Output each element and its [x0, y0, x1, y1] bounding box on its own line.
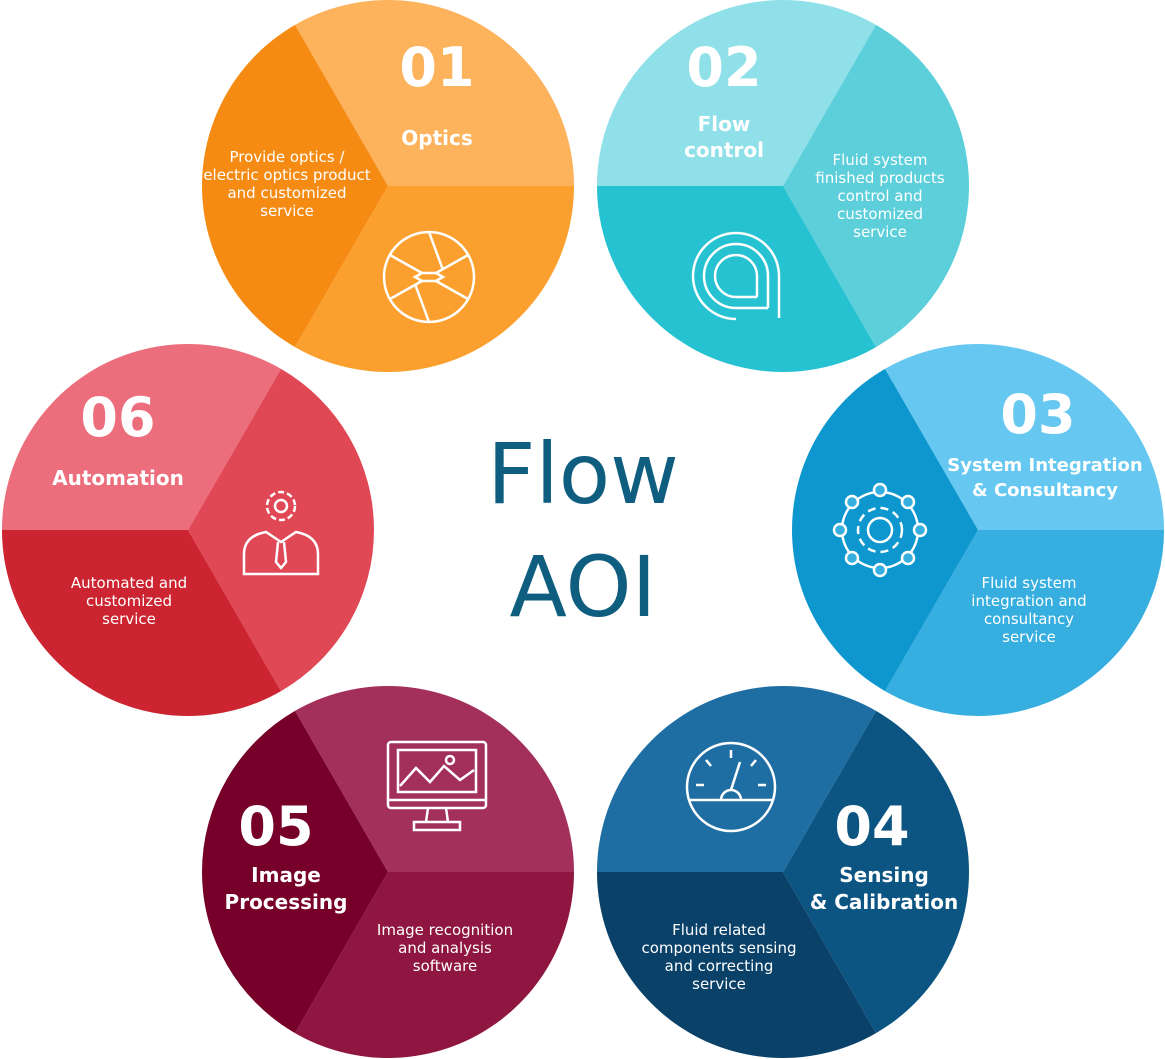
- circle-01: [202, 0, 574, 373]
- item-title: & Consultancy: [971, 480, 1119, 501]
- circle-segment: [885, 344, 1164, 530]
- monitor-image-icon: [386, 740, 488, 832]
- circle-segment: [188, 368, 374, 692]
- item-number: 01: [399, 36, 475, 99]
- circle-02: [596, 0, 969, 372]
- circle-segment: [295, 686, 574, 872]
- item-number: 05: [238, 795, 314, 858]
- item-title: Flow: [697, 112, 751, 136]
- item-number: 06: [80, 386, 156, 449]
- item-description: Fluid system integration and consultancy…: [971, 574, 1087, 646]
- item-title: Automation: [52, 466, 184, 490]
- item-number: 03: [1000, 383, 1076, 446]
- gear-network-icon: [832, 482, 928, 578]
- item-description: Image recognition and analysis software: [376, 921, 514, 975]
- circle-segment: [596, 186, 876, 372]
- camera-aperture-icon: [382, 230, 476, 324]
- item-description: Fluid system finished products control a…: [815, 151, 945, 241]
- item-title: Processing: [224, 890, 348, 914]
- circle-segment: [202, 24, 388, 348]
- circle-segment: [201, 710, 388, 1034]
- circle-03: [792, 344, 1164, 716]
- circle-segment: [295, 0, 574, 186]
- circle-segment: [596, 872, 876, 1058]
- center-title: Flow AOI: [487, 418, 679, 645]
- item-title: Sensing: [839, 863, 929, 887]
- circle-segment: [597, 0, 876, 187]
- center-title-line1: Flow: [487, 425, 679, 523]
- item-title: & Calibration: [809, 890, 959, 914]
- circle-segment: [2, 344, 281, 530]
- item-title: control: [684, 138, 764, 162]
- circle-segment: [295, 186, 574, 373]
- item-title: Image: [251, 863, 321, 887]
- center-title-line2: AOI: [509, 538, 657, 637]
- item-title: System Integration: [947, 455, 1143, 476]
- circle-segment: [295, 872, 574, 1058]
- circle-05: [201, 686, 574, 1058]
- item-description: Automated and customized service: [70, 574, 188, 628]
- item-title: Optics: [401, 126, 473, 150]
- circle-segment: [2, 530, 281, 716]
- person-gear-icon: [242, 490, 320, 576]
- circle-04: [596, 686, 969, 1058]
- circle-segment: [885, 530, 1164, 716]
- circle-segment: [597, 686, 876, 872]
- circle-segment: [783, 24, 969, 348]
- item-description: Provide optics / electric optics product…: [203, 148, 371, 220]
- gauge-icon: [685, 741, 777, 833]
- flow-spiral-icon: [691, 231, 781, 321]
- item-number: 04: [834, 795, 910, 858]
- item-number: 02: [686, 36, 762, 99]
- circle-segment: [792, 368, 978, 692]
- circle-06: [2, 344, 374, 716]
- item-description: Fluid related components sensing and cor…: [641, 921, 797, 993]
